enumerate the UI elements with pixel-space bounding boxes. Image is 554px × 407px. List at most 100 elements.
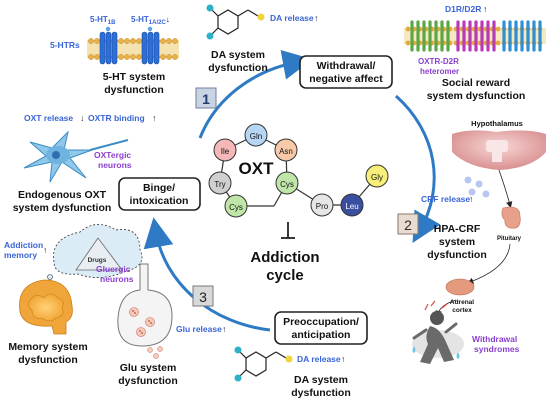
svg-text:anticipation: anticipation xyxy=(292,329,351,341)
svg-text:Binge/: Binge/ xyxy=(143,182,175,194)
addiction-title-line2: cycle xyxy=(266,267,304,284)
gluergic-label-1: Gluergic xyxy=(96,264,131,274)
svg-text:negative affect: negative affect xyxy=(309,73,383,85)
svg-text:Withdrawal/: Withdrawal/ xyxy=(317,60,376,72)
ht1ac-label: 5-HT1A/2C↓ xyxy=(131,15,170,26)
hpa-title-1: HPA-CRF xyxy=(434,223,481,235)
memory-title-1: Memory system xyxy=(8,341,87,353)
membrane-5ht xyxy=(87,26,179,65)
svg-text:2: 2 xyxy=(404,217,412,233)
svg-text:Pro: Pro xyxy=(316,202,329,211)
crf-release-arrow: ↑ xyxy=(469,194,473,204)
amino-cys-left: Cys xyxy=(224,194,248,218)
stage-withdrawal-box: Withdrawal/ negative affect xyxy=(299,55,393,89)
social-reward-panel: D1R/D2R ↑ OXTR-D2R heteromer Social rewa… xyxy=(404,4,546,102)
memory-title-2: dysfunction xyxy=(18,354,78,366)
dopamine-molecule-bottom-icon xyxy=(234,346,293,382)
da-release-top: DA release xyxy=(270,13,314,23)
glu-panel: Gluergic neurons Glu release ↑ Glu syste… xyxy=(96,263,226,387)
svg-text:Gln: Gln xyxy=(250,132,262,141)
svg-text:Preoccupation/: Preoccupation/ xyxy=(283,316,359,328)
stage-2-number: 2 xyxy=(397,213,419,235)
glu-title-1: Glu system xyxy=(120,362,177,374)
da-release-bottom-arrow: ↑ xyxy=(341,354,345,364)
drugs-thought-icon xyxy=(41,224,143,286)
da-top-title-1: DA system xyxy=(211,49,265,61)
pituitary-icon xyxy=(501,206,521,229)
membrane-social xyxy=(404,20,546,52)
oxt-release-arrow: ↓ xyxy=(80,113,84,123)
stage-preoccupation-box: Preoccupation/ anticipation xyxy=(274,311,368,345)
hpa-crf-panel: Hypothalamus CRF release ↑ Pituitary HPA… xyxy=(412,119,546,364)
memory-panel: Addiction memory ↑ Drugs Memory system d… xyxy=(4,224,143,366)
amino-ile: Ile xyxy=(213,138,237,162)
serotonin-panel: 5-HT1B 5-HT1A/2C↓ 5-HTRs 5-HT system dys… xyxy=(50,15,179,96)
serotonin-title-1: 5-HT system xyxy=(103,71,165,83)
hpa-title-2: system xyxy=(439,236,475,248)
endogenous-oxt-panel: OXT release ↓ OXTR binding ↑ OXTergic ne… xyxy=(13,113,157,214)
adrenal-label-2: cortex xyxy=(452,307,472,314)
adrenal-label-1: Adrenal xyxy=(450,299,474,306)
arrow-binge-to-withdrawal xyxy=(198,49,313,139)
serotonin-title-2: dysfunction xyxy=(104,84,164,96)
svg-text:Cys: Cys xyxy=(229,203,243,212)
crf-release-label: CRF release xyxy=(421,194,470,204)
stage-binge-box: Binge/ intoxication xyxy=(118,177,201,211)
addiction-memory-label-1: Addiction xyxy=(4,240,43,250)
crf-dots xyxy=(464,176,490,198)
svg-text:Ile: Ile xyxy=(221,147,230,156)
withdrawal-syndromes-1: Withdrawal xyxy=(472,334,517,344)
da-bottom-title-1: DA system xyxy=(294,374,348,386)
drugs-label: Drugs xyxy=(88,257,107,264)
oxt-release-label: OXT release xyxy=(24,113,73,123)
dopamine-top-panel: DA release ↑ DA system dysfunction xyxy=(206,4,318,74)
amino-try: Try xyxy=(208,171,232,195)
hypothalamus-icon xyxy=(452,130,546,170)
glu-release-label: Glu release xyxy=(176,324,222,334)
oxtergic-label-1: OXTergic xyxy=(94,150,131,160)
addiction-title-line1: Addiction xyxy=(250,249,319,266)
social-title-2: system dysfunction xyxy=(427,90,526,102)
heteromer-label-1: OXTR-D2R xyxy=(418,57,459,66)
hpa-title-3: dysfunction xyxy=(427,249,487,261)
adrenal-icon xyxy=(445,278,475,296)
endogenous-title-2: system dysfunction xyxy=(13,202,112,214)
dopamine-molecule-icon xyxy=(206,4,265,40)
svg-text:intoxication: intoxication xyxy=(130,195,189,207)
pituitary-label: Pituitary xyxy=(497,236,522,242)
oxt-label: OXT xyxy=(239,159,275,178)
svg-text:1: 1 xyxy=(202,91,210,107)
amino-gly: Gly xyxy=(365,164,389,188)
ht1b-label: 5-HT1B xyxy=(90,15,116,26)
oxtr-binding-label: OXTR binding xyxy=(88,113,145,123)
gluergic-label-2: neurons xyxy=(100,274,134,284)
oxtergic-label-2: neurons xyxy=(98,160,132,170)
withdrawal-syndromes-2: syndromes xyxy=(474,344,520,354)
stage-1-number: 1 xyxy=(195,87,217,109)
social-title-1: Social reward xyxy=(442,77,510,89)
svg-text:Try: Try xyxy=(214,180,225,189)
glu-title-2: dysfunction xyxy=(118,375,178,387)
d1r-d2r-arrow: ↑ xyxy=(483,4,487,14)
dopamine-bottom-panel: DA release ↑ DA system dysfunction xyxy=(234,346,351,399)
addiction-memory-arrow: ↑ xyxy=(43,245,47,255)
withdrawal-person-icon xyxy=(412,300,464,364)
addiction-memory-label-2: memory xyxy=(4,250,37,260)
amino-leu: Leu xyxy=(340,193,364,217)
synapse-terminal-icon xyxy=(117,263,173,359)
glu-release-arrow: ↑ xyxy=(222,324,226,334)
da-release-top-arrow: ↑ xyxy=(314,13,318,23)
amino-pro: Pro xyxy=(310,193,334,217)
da-bottom-title-2: dysfunction xyxy=(291,387,351,399)
d1r-d2r-label: D1R/D2R xyxy=(445,4,481,14)
arrow-preoccupation-to-binge xyxy=(143,217,271,332)
oxtergic-neuron-icon xyxy=(23,130,129,183)
svg-text:Asn: Asn xyxy=(279,147,293,156)
arrow-withdrawal-to-preoccupation xyxy=(395,94,441,244)
hypothalamus-label: Hypothalamus xyxy=(471,119,523,128)
brain-head-icon xyxy=(19,279,73,335)
heteromer-label-2: heteromer xyxy=(420,67,459,76)
svg-text:3: 3 xyxy=(199,289,207,305)
svg-text:Gly: Gly xyxy=(371,173,383,182)
